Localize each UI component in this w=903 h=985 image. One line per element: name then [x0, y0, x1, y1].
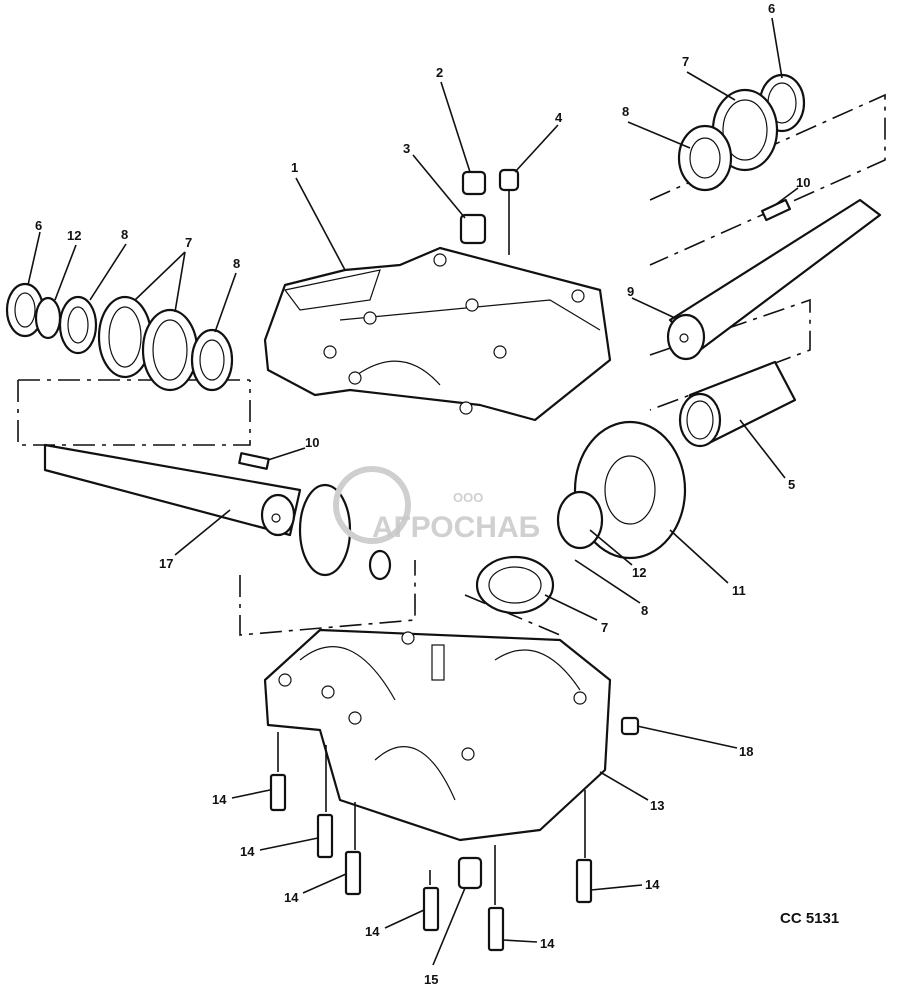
part-label: 7	[682, 54, 689, 69]
part-labels: 6 7 8 10 9 5 11 12 8 7 2 3 4 1 6 12 8 7 …	[35, 1, 839, 985]
part-label: 8	[622, 104, 629, 119]
part-label: 8	[233, 256, 240, 271]
bevel-gears	[298, 420, 687, 615]
part-label: 14	[212, 792, 227, 807]
part-label: 17	[159, 556, 173, 571]
part-label: 8	[121, 227, 128, 242]
part-label: 7	[601, 620, 608, 635]
watermark-logo: ООО АГРОСНАБ	[333, 466, 540, 544]
part-label: 12	[67, 228, 81, 243]
part-label: 13	[650, 798, 664, 813]
part-label: 12	[632, 565, 646, 580]
watermark-name: АГРОСНАБ	[372, 511, 540, 544]
watermark-prefix: ООО	[453, 490, 483, 505]
leader-lines	[27, 17, 799, 966]
part-label: 14	[365, 924, 380, 939]
part-label: 15	[424, 972, 438, 985]
part-label: 7	[185, 235, 192, 250]
part-label: 6	[35, 218, 42, 233]
part-label: 6	[768, 1, 775, 16]
left-shaft-assembly	[5, 282, 302, 537]
part-label: 1	[291, 160, 298, 175]
part-label: 14	[645, 877, 660, 892]
part-label: 11	[732, 583, 746, 598]
part-label: 8	[641, 603, 648, 618]
part-label: 14	[540, 936, 555, 951]
part-label: 4	[555, 110, 563, 125]
part-label: 10	[305, 435, 319, 450]
drawing-code: CC 5131	[780, 910, 839, 927]
part-label: 9	[627, 284, 634, 299]
part-label: 5	[788, 477, 795, 492]
part-label: 18	[739, 744, 753, 759]
part-label: 14	[284, 890, 299, 905]
part-label: 14	[240, 844, 255, 859]
upper-housing	[263, 168, 612, 422]
upper-shaft-assembly	[666, 73, 882, 448]
part-label: 3	[403, 141, 410, 156]
lower-housing	[263, 628, 640, 952]
part-label: 10	[796, 175, 810, 190]
part-label: 2	[436, 65, 443, 80]
